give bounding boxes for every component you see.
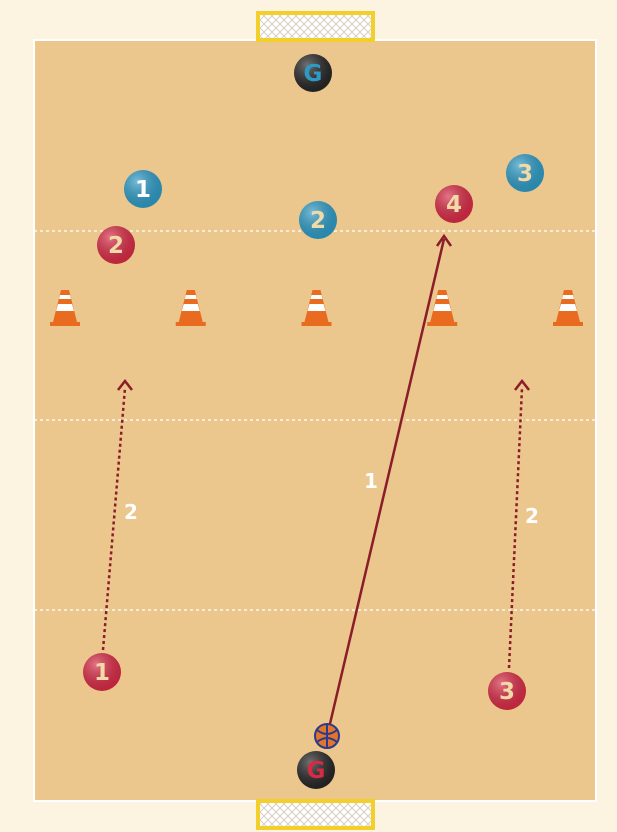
svg-text:1: 1: [135, 177, 151, 203]
red-player-4: 4: [435, 185, 473, 223]
red-player-3: 3: [488, 672, 526, 710]
pass-arrow-label: 1: [364, 469, 378, 493]
red-player-1: 1: [83, 653, 121, 691]
goal-top: [258, 13, 373, 40]
svg-text:2: 2: [108, 233, 124, 259]
svg-text:2: 2: [310, 208, 326, 234]
blue-player-1: 1: [124, 170, 162, 208]
svg-text:G: G: [304, 61, 323, 87]
handball-icon: [315, 724, 339, 748]
goal-net-icon: [258, 801, 373, 828]
svg-text:3: 3: [517, 161, 533, 187]
red-player-2: 2: [97, 226, 135, 264]
run-arrow-left-label: 2: [124, 500, 138, 524]
goal-bottom: [258, 801, 373, 828]
run-arrow-right-label: 2: [525, 504, 539, 528]
goal-net-icon: [258, 13, 373, 40]
svg-text:4: 4: [446, 192, 462, 218]
svg-text:1: 1: [94, 660, 110, 686]
goalkeeper-bottom: G: [297, 751, 335, 789]
goalkeeper-top: G: [294, 54, 332, 92]
blue-player-2: 2: [299, 201, 337, 239]
blue-player-3: 3: [506, 154, 544, 192]
svg-text:G: G: [307, 758, 326, 784]
svg-text:3: 3: [499, 679, 515, 705]
